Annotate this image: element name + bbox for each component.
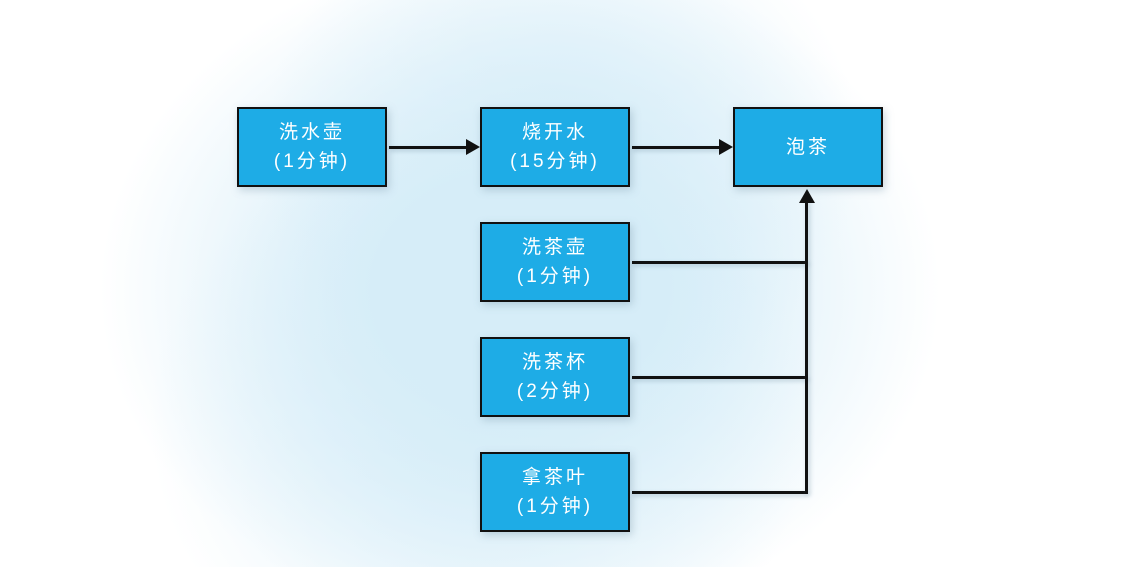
edge-trunk-to-brew-tea-line — [805, 200, 808, 494]
edge-boil-water-to-brew-tea-line — [632, 146, 720, 149]
node-label: 洗茶杯 — [521, 352, 588, 373]
node-brew-tea: 泡茶 — [733, 107, 883, 187]
edge-trunk-to-brew-tea-arrowhead-icon — [799, 189, 815, 203]
node-wash-teapot: 洗茶壶 (1分钟) — [480, 222, 630, 302]
node-label: 烧开水 — [521, 122, 588, 143]
node-label: 洗水壶 — [278, 122, 345, 143]
edge-wash-kettle-to-boil-water-line — [389, 146, 468, 149]
node-duration: (1分钟) — [516, 496, 594, 517]
node-duration: (2分钟) — [516, 381, 594, 402]
node-label: 洗茶壶 — [521, 237, 588, 258]
edge-boil-water-to-brew-tea-arrowhead-icon — [719, 139, 733, 155]
edge-wash-kettle-to-boil-water-arrowhead-icon — [466, 139, 480, 155]
node-label: 泡茶 — [785, 136, 830, 158]
edge-get-tea-leaves-line — [632, 491, 808, 494]
node-duration: (1分钟) — [516, 266, 594, 287]
node-duration: (15分钟) — [510, 151, 600, 172]
node-boil-water: 烧开水 (15分钟) — [480, 107, 630, 187]
node-wash-kettle: 洗水壶 (1分钟) — [237, 107, 387, 187]
node-duration: (1分钟) — [273, 151, 351, 172]
node-get-tea-leaves: 拿茶叶 (1分钟) — [480, 452, 630, 532]
edge-wash-teacups-line — [632, 376, 808, 379]
node-wash-teacups: 洗茶杯 (2分钟) — [480, 337, 630, 417]
edge-wash-teapot-line — [632, 261, 808, 264]
node-label: 拿茶叶 — [521, 467, 588, 488]
